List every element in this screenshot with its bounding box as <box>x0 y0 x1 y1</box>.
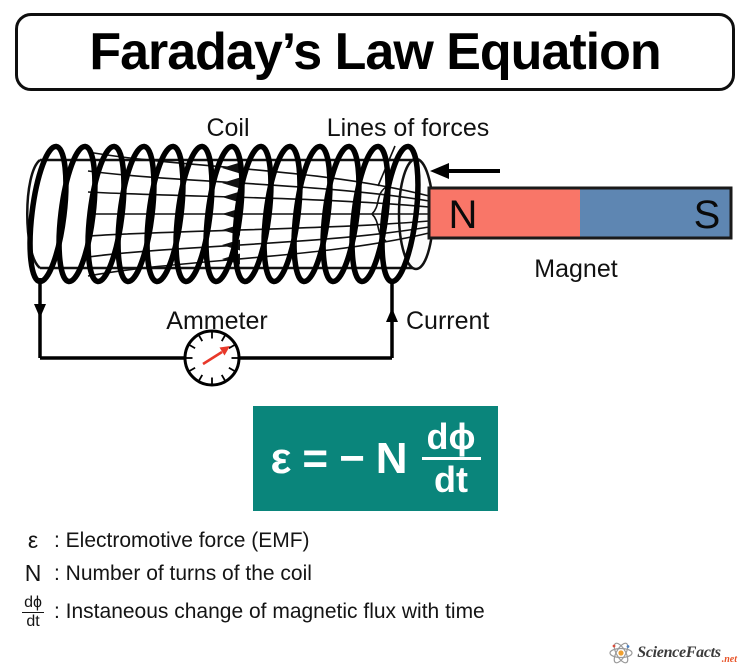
current-up-arrow-icon <box>386 308 398 322</box>
magnet-south-pole <box>580 188 731 238</box>
current-down-arrow-icon <box>34 304 46 318</box>
equation-coefficient: N <box>375 433 408 483</box>
brand-suffix: .net <box>721 654 737 665</box>
legend-text-emf: : Electromotive force (EMF) <box>54 528 310 552</box>
legend-row-emf: ε : Electromotive force (EMF) <box>16 524 485 557</box>
legend-row-turns: N : Number of turns of the coil <box>16 557 485 590</box>
legend-symbol-epsilon: ε <box>27 527 39 553</box>
coil-turn <box>291 143 333 285</box>
legend-row-flux: dϕ dt : Instaneous change of magnetic fl… <box>16 594 485 631</box>
ammeter-label: Ammeter <box>166 307 267 335</box>
coil-windings <box>27 143 421 285</box>
legend-symbol-flux-fraction: dϕ dt <box>16 594 50 631</box>
bar-magnet: N S <box>427 186 733 240</box>
magnet-label: Magnet <box>534 255 617 283</box>
equation-epsilon: ε <box>270 433 292 483</box>
current-label: Current <box>406 307 489 335</box>
equation-box: ε = − N dϕ dt <box>253 406 498 511</box>
ammeter-ticks <box>186 332 238 384</box>
coil-turn <box>320 143 362 285</box>
field-arrow-icon <box>222 191 240 203</box>
coil-label: Coil <box>206 114 249 142</box>
equation-denominator: dt <box>434 459 469 500</box>
equation-fraction: dϕ dt <box>421 416 481 501</box>
magnet-outline <box>427 186 733 240</box>
legend-text-turns: : Number of turns of the coil <box>54 561 312 585</box>
magnet-motion-arrow-icon <box>430 163 449 179</box>
coil-turn <box>56 143 98 285</box>
induction-diagram: N S Coil Lines of forces Magnet Ammeter … <box>26 114 733 387</box>
ammeter-needle <box>202 350 223 366</box>
equation-lhs: ε = − N <box>270 434 407 484</box>
title-box: Faraday’s Law Equation <box>15 13 735 91</box>
coil-turn <box>115 143 157 285</box>
legend-flux-numerator: dϕ <box>22 594 44 613</box>
equation-equals: = <box>302 433 329 483</box>
atom-icon <box>609 642 633 664</box>
coil-turn <box>379 143 421 285</box>
coil-turn <box>27 143 69 285</box>
equation-numerator: dϕ <box>421 416 481 460</box>
coil-turn <box>203 143 245 285</box>
legend-flux-denominator: dt <box>26 612 40 630</box>
north-pole-label: N <box>449 193 478 237</box>
ammeter-needle-tip-icon <box>219 346 230 356</box>
ammeter-gauge <box>183 329 241 387</box>
south-pole-label: S <box>694 193 721 237</box>
legend-text-flux: : Instaneous change of magnetic flux wit… <box>54 600 485 624</box>
magnet-north-pole <box>429 188 580 238</box>
field-arrow-icon <box>222 177 240 189</box>
brand-name: ScienceFacts <box>637 644 721 661</box>
coil-turn <box>144 143 186 285</box>
brand-logo: ScienceFacts .net <box>608 640 737 666</box>
equation-minus: − <box>339 433 365 483</box>
coil-turn <box>232 143 274 285</box>
field-line <box>87 170 430 202</box>
field-arrow-icon <box>222 162 240 174</box>
symbol-legend: ε : Electromotive force (EMF) N : Number… <box>16 524 485 631</box>
lines-of-forces-label: Lines of forces <box>327 114 490 142</box>
legend-symbol-n: N <box>24 560 42 586</box>
page-title: Faraday’s Law Equation <box>89 23 661 81</box>
field-line <box>87 151 430 197</box>
